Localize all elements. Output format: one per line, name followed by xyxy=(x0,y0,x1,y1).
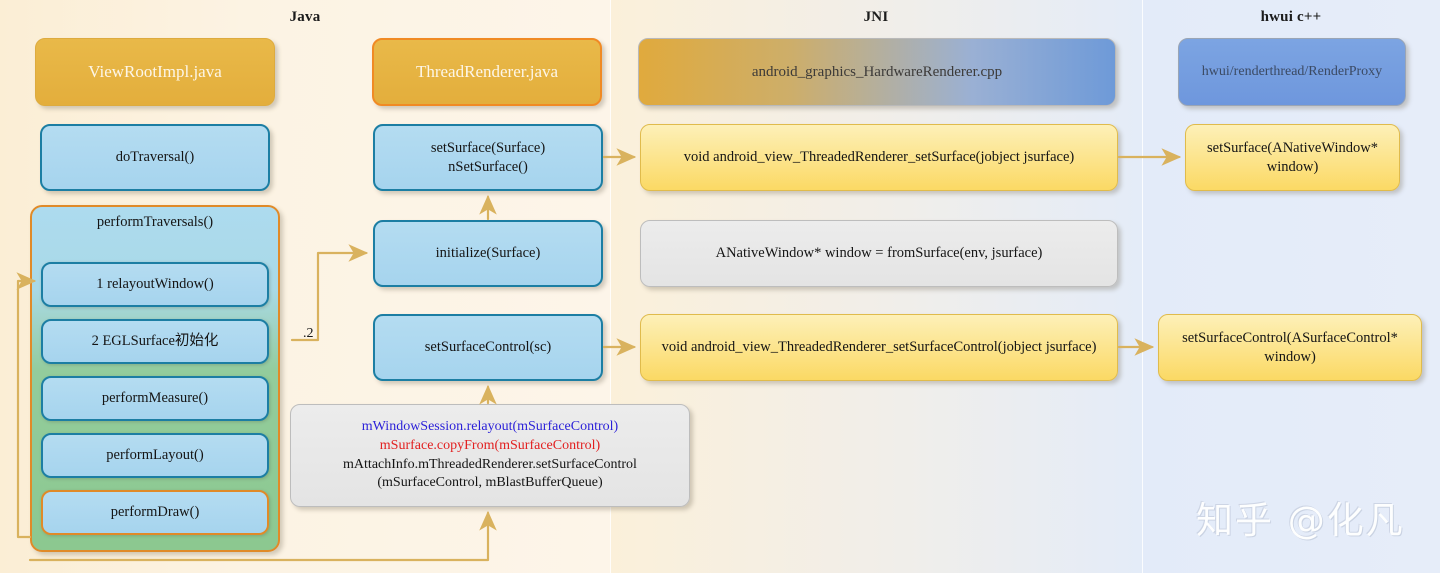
watermark: 知乎 @化凡 xyxy=(1196,499,1405,542)
node-jni-setsurface[interactable]: void android_view_ThreadedRenderer_setSu… xyxy=(640,124,1118,191)
header-viewrootimpl[interactable]: ViewRootImpl.java xyxy=(35,38,275,106)
note-line-1: mWindowSession.relayout(mSurfaceControl) xyxy=(361,418,619,434)
column-title-java: Java xyxy=(289,9,321,25)
group-performtraversals[interactable]: performTraversals() 1 relayoutWindow() 2… xyxy=(30,205,280,552)
note-line-4: (mSurfaceControl, mBlastBufferQueue) xyxy=(377,475,603,491)
column-divider-jni-hwui xyxy=(1142,0,1143,573)
header-threadrenderer[interactable]: ThreadRenderer.java xyxy=(372,38,602,106)
node-eglsurface-init[interactable]: 2 EGLSurface初始化 xyxy=(41,319,269,364)
node-jni-fromsurface[interactable]: ANativeWindow* window = fromSurface(env,… xyxy=(640,220,1118,287)
node-setsurface[interactable]: setSurface(Surface) nSetSurface() xyxy=(373,124,603,191)
node-setsurface-line2: nSetSurface() xyxy=(448,158,528,175)
header-renderproxy[interactable]: hwui/renderthread/RenderProxy xyxy=(1178,38,1406,106)
group-label-performtraversals: performTraversals() xyxy=(96,214,214,230)
node-setsurface-line1: setSurface(Surface) xyxy=(430,140,546,157)
node-performlayout[interactable]: performLayout() xyxy=(41,433,269,478)
node-initialize[interactable]: initialize(Surface) xyxy=(373,220,603,287)
node-jni-setsurfacecontrol[interactable]: void android_view_ThreadedRenderer_setSu… xyxy=(640,314,1118,381)
node-hwui-setsurfacecontrol[interactable]: setSurfaceControl(ASurfaceControl* windo… xyxy=(1158,314,1422,381)
column-title-jni: JNI xyxy=(863,9,889,25)
column-title-hwui: hwui c++ xyxy=(1260,9,1322,25)
node-setsurfacecontrol[interactable]: setSurfaceControl(sc) xyxy=(373,314,603,381)
note-line-3: mAttachInfo.mThreadedRenderer.setSurface… xyxy=(343,456,637,472)
node-performmeasure[interactable]: performMeasure() xyxy=(41,376,269,421)
column-divider-java-jni xyxy=(610,0,611,573)
node-hwui-setsurface[interactable]: setSurface(ANativeWindow* window) xyxy=(1185,124,1400,191)
node-relayoutwindow[interactable]: 1 relayoutWindow() xyxy=(41,262,269,307)
note-line-2: mSurface.copyFrom(mSurfaceControl) xyxy=(379,437,601,453)
note-relayout-details[interactable]: mWindowSession.relayout(mSurfaceControl)… xyxy=(290,404,690,507)
edge-label-point-two: .2 xyxy=(303,326,314,341)
node-dotraversal[interactable]: doTraversal() xyxy=(40,124,270,191)
node-performdraw[interactable]: performDraw() xyxy=(41,490,269,535)
header-hardwarerenderer-cpp[interactable]: android_graphics_HardwareRenderer.cpp xyxy=(638,38,1116,106)
